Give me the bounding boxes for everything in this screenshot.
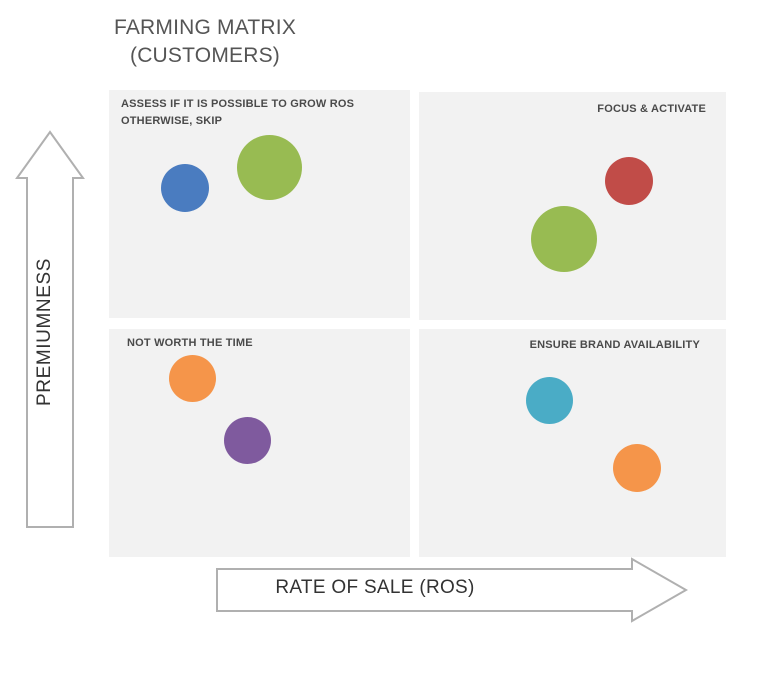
title-line-1: FARMING MATRIX: [113, 16, 297, 39]
bubble-purple-bottom-left: [224, 417, 271, 464]
quadrant-top-right-label: FOCUS & ACTIVATE: [597, 103, 706, 115]
bubble-orange-bottom-right: [613, 444, 661, 492]
quadrant-top-left-label-line-1: ASSESS IF IT IS POSSIBLE TO GROW ROS: [121, 98, 355, 110]
quadrant-bottom-left-label: NOT WORTH THE TIME: [127, 337, 253, 349]
bubble-green-top-right: [531, 206, 597, 272]
bubble-orange-bottom-left: [169, 355, 216, 402]
quadrant-top-left: ASSESS IF IT IS POSSIBLE TO GROW ROS OTH…: [109, 90, 410, 318]
y-axis-label: PREMIUMNESS: [34, 257, 55, 407]
quadrant-top-left-label-line-2: OTHERWISE, SKIP: [121, 115, 223, 127]
bubble-green-top-left: [237, 135, 302, 200]
quadrant-top-right: FOCUS & ACTIVATE: [419, 92, 726, 320]
quadrant-bottom-right: ENSURE BRAND AVAILABILITY: [419, 329, 726, 557]
bubble-red-top-right: [605, 157, 653, 205]
x-axis-arrow-shape: [216, 557, 689, 623]
y-axis-arrow-shape: [15, 130, 85, 528]
title-line-2: (CUSTOMERS): [130, 44, 280, 67]
chart-title: FARMING MATRIX (CUSTOMERS): [100, 14, 310, 70]
bubble-blue-top-left: [161, 164, 209, 212]
x-axis-label: RATE OF SALE (ROS): [275, 577, 475, 598]
bubble-teal-bottom-right: [526, 377, 573, 424]
quadrant-top-left-label: ASSESS IF IT IS POSSIBLE TO GROW ROS OTH…: [121, 96, 354, 130]
quadrant-bottom-right-label: ENSURE BRAND AVAILABILITY: [529, 339, 700, 351]
